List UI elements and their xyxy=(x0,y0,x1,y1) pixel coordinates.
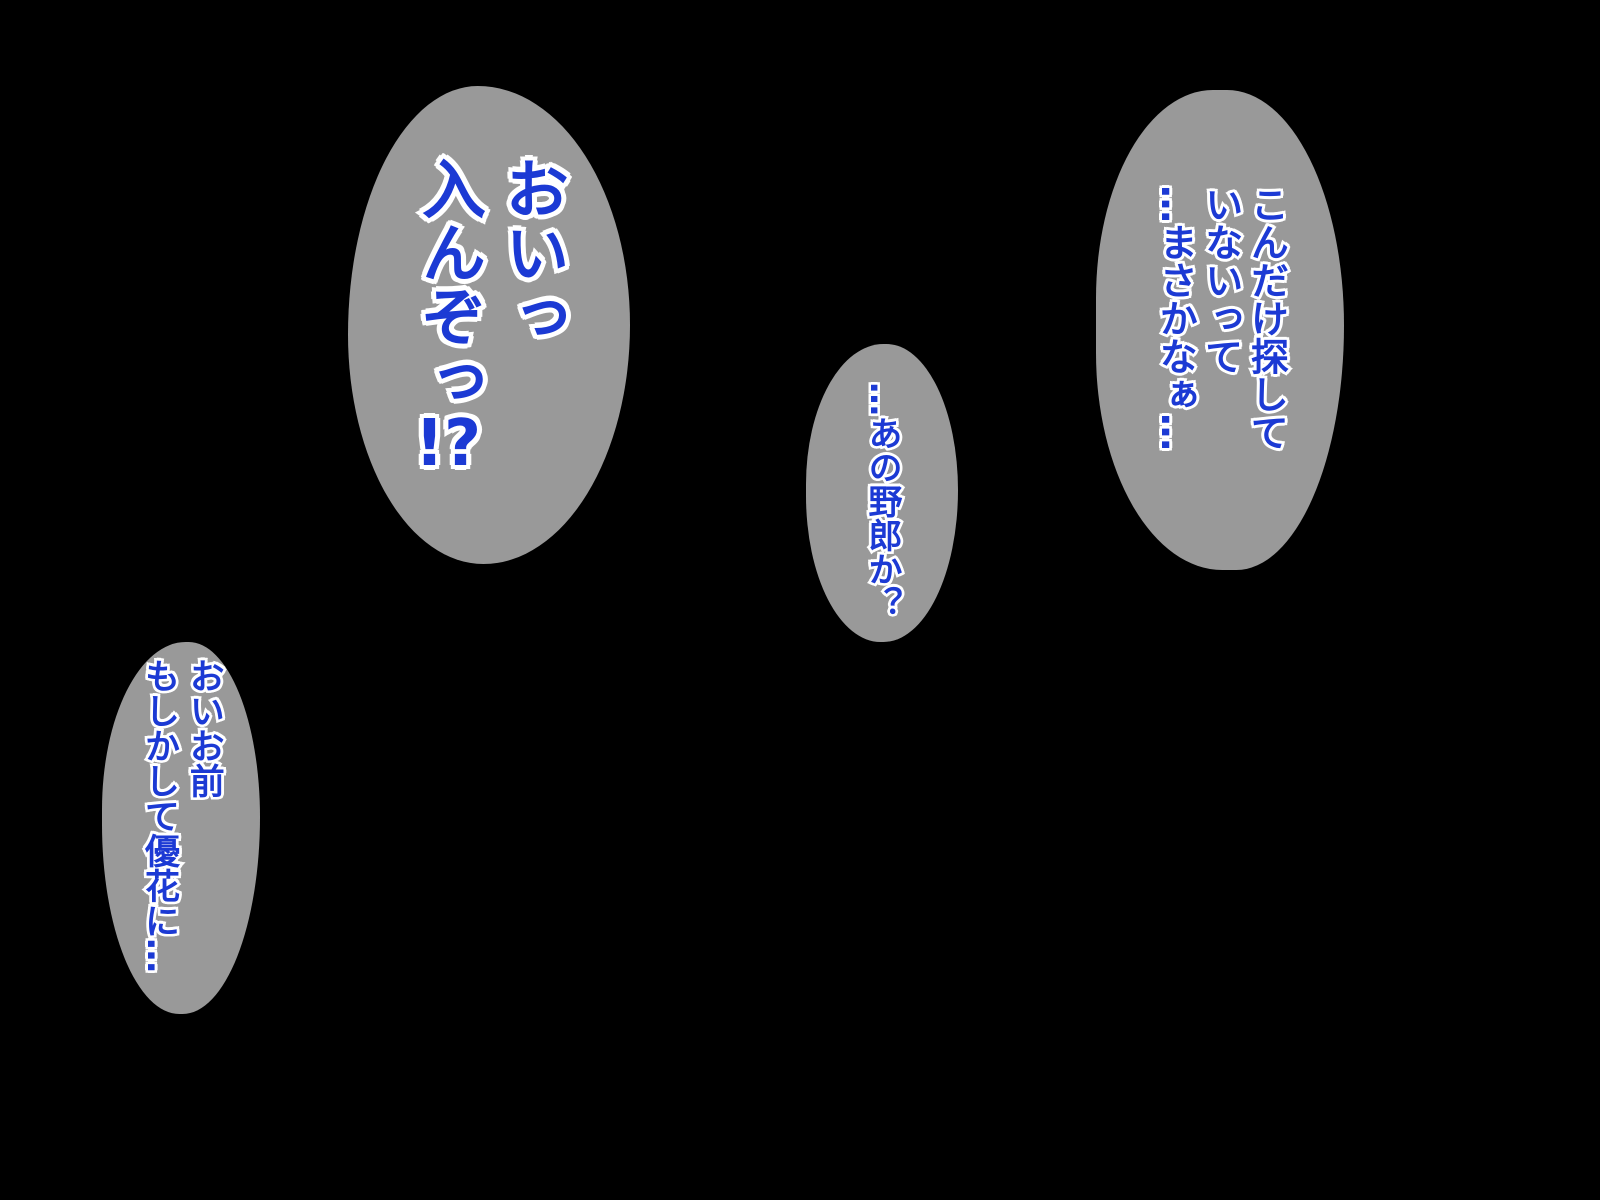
text-column: …あの野郎か？ xyxy=(860,380,905,623)
text-column: おいっ xyxy=(490,152,572,352)
speech-bubble-searching: こんだけ探して いないって …まさかなぁ… xyxy=(1096,90,1344,570)
text-column: 入んぞっ!? xyxy=(406,152,489,480)
text-column: こんだけ探して xyxy=(1242,183,1291,454)
speech-text-that-guy: …あの野郎か？ xyxy=(860,380,905,623)
text-run: 入んぞっ xyxy=(407,152,489,416)
speech-text-searching: こんだけ探して いないって …まさかなぁ… xyxy=(1151,183,1291,454)
speech-bubble-that-guy: …あの野郎か？ xyxy=(806,344,958,642)
speech-text-hey-you: おいお前 もしかして優花に… xyxy=(136,656,227,976)
speech-text-shout: おいっ 入んぞっ!? xyxy=(406,152,572,480)
text-column: もしかして優花に… xyxy=(137,656,182,976)
speech-bubble-hey-you: おいお前 もしかして優花に… xyxy=(102,642,260,1014)
text-column: …まさかなぁ… xyxy=(1151,183,1200,454)
text-column: いないって xyxy=(1196,183,1245,378)
speech-bubble-shout: おいっ 入んぞっ!? xyxy=(348,86,630,564)
interrobang-text: !? xyxy=(411,408,485,480)
text-column: おいお前 xyxy=(181,656,226,801)
